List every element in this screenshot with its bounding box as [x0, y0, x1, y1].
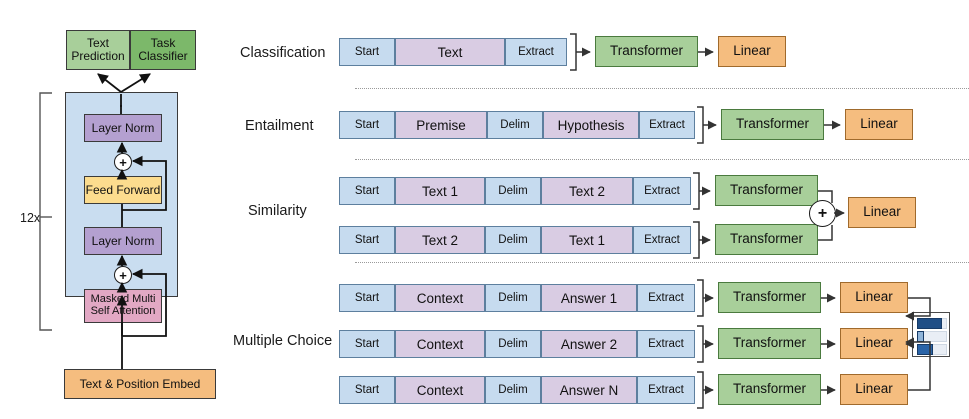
- token-start: Start: [339, 330, 395, 358]
- linear-label: Linear: [855, 335, 893, 351]
- separator-1: [355, 88, 969, 89]
- bar-fill-3: [917, 344, 933, 355]
- token-delim: Delim: [485, 226, 541, 254]
- feed-forward-label: Feed Forward: [85, 182, 161, 197]
- similarity-sum-symbol: +: [817, 204, 828, 222]
- layer-norm-bottom-label: Layer Norm: [91, 233, 155, 248]
- token-answer-n: Answer N: [541, 376, 637, 404]
- transformer-box-entailment: Transformer: [721, 109, 824, 140]
- layer-norm-top-label: Layer Norm: [91, 120, 155, 135]
- token-text: Text: [395, 38, 505, 66]
- token-context: Context: [395, 284, 485, 312]
- transformer-label: Transformer: [732, 289, 806, 305]
- token-start: Start: [339, 226, 395, 254]
- text-prediction-label: Text Prediction: [71, 36, 125, 63]
- linear-box-similarity: Linear: [848, 197, 916, 228]
- transformer-box-choice-1: Transformer: [718, 282, 821, 313]
- linear-box-choice-1: Linear: [840, 282, 908, 313]
- token-extract: Extract: [639, 111, 695, 139]
- token-delim: Delim: [485, 376, 541, 404]
- task-label-classification: Classification: [240, 45, 326, 61]
- residual-add-lower-symbol: +: [119, 267, 127, 283]
- token-delim: Delim: [485, 177, 541, 205]
- masked-multi-self-attention-label: Masked Multi Self Attention: [90, 293, 156, 317]
- transformer-label: Transformer: [729, 231, 803, 247]
- softmax-output-chart: [912, 312, 950, 357]
- linear-box-classification: Linear: [718, 36, 786, 67]
- token-answer-2: Answer 2: [541, 330, 637, 358]
- transformer-box-classification: Transformer: [595, 36, 698, 67]
- task-classifier-label: Task Classifier: [138, 36, 188, 63]
- transformer-box-choice-2: Transformer: [718, 328, 821, 359]
- token-start: Start: [339, 376, 395, 404]
- linear-label: Linear: [860, 116, 898, 132]
- token-hypothesis: Hypothesis: [543, 111, 639, 139]
- token-extract: Extract: [637, 330, 695, 358]
- linear-label: Linear: [855, 289, 893, 305]
- token-text-2: Text 2: [395, 226, 485, 254]
- token-context: Context: [395, 376, 485, 404]
- transformer-label: Transformer: [732, 381, 806, 397]
- transformer-label: Transformer: [735, 116, 809, 132]
- token-delim: Delim: [485, 330, 541, 358]
- task-label-multiple-choice: Multiple Choice: [233, 333, 333, 349]
- text-prediction-box: Text Prediction: [66, 30, 130, 70]
- token-text-2: Text 2: [541, 177, 633, 205]
- transformer-label: Transformer: [729, 182, 803, 198]
- token-answer-1: Answer 1: [541, 284, 637, 312]
- transformer-box-choice-n: Transformer: [718, 374, 821, 405]
- token-extract: Extract: [633, 177, 691, 205]
- token-extract: Extract: [637, 376, 695, 404]
- linear-box-entailment: Linear: [845, 109, 913, 140]
- transformer-box-similarity-top: Transformer: [715, 175, 818, 206]
- transformer-label: Transformer: [732, 335, 806, 351]
- token-start: Start: [339, 38, 395, 66]
- token-extract: Extract: [637, 284, 695, 312]
- feed-forward-box: Feed Forward: [84, 176, 162, 204]
- residual-add-upper-symbol: +: [119, 154, 127, 170]
- task-label-similarity: Similarity: [248, 203, 307, 219]
- separator-3: [355, 262, 969, 263]
- text-position-embed-label: Text & Position Embed: [79, 376, 201, 391]
- linear-box-choice-2: Linear: [840, 328, 908, 359]
- token-premise: Premise: [395, 111, 487, 139]
- masked-multi-self-attention-box: Masked Multi Self Attention: [84, 289, 162, 323]
- token-delim: Delim: [485, 284, 541, 312]
- linear-label: Linear: [863, 204, 901, 220]
- token-text-1: Text 1: [541, 226, 633, 254]
- repeat-count-label: 12x: [20, 211, 41, 225]
- token-extract: Extract: [505, 38, 567, 66]
- transformer-box-similarity-bottom: Transformer: [715, 224, 818, 255]
- token-start: Start: [339, 284, 395, 312]
- linear-label: Linear: [855, 381, 893, 397]
- text-position-embed-box: Text & Position Embed: [64, 369, 216, 399]
- task-label-entailment: Entailment: [245, 118, 314, 134]
- linear-label: Linear: [733, 43, 771, 59]
- token-context: Context: [395, 330, 485, 358]
- layer-norm-bottom-box: Layer Norm: [84, 227, 162, 255]
- layer-norm-top-box: Layer Norm: [84, 114, 162, 142]
- bar-fill-1: [917, 318, 942, 329]
- transformer-label: Transformer: [609, 43, 683, 59]
- token-start: Start: [339, 111, 395, 139]
- token-delim: Delim: [487, 111, 543, 139]
- token-extract: Extract: [633, 226, 691, 254]
- task-classifier-box: Task Classifier: [130, 30, 196, 70]
- token-start: Start: [339, 177, 395, 205]
- linear-box-choice-n: Linear: [840, 374, 908, 405]
- separator-2: [355, 159, 969, 160]
- architecture-panel: Text Prediction Task Classifier Layer No…: [0, 0, 232, 419]
- token-text-1: Text 1: [395, 177, 485, 205]
